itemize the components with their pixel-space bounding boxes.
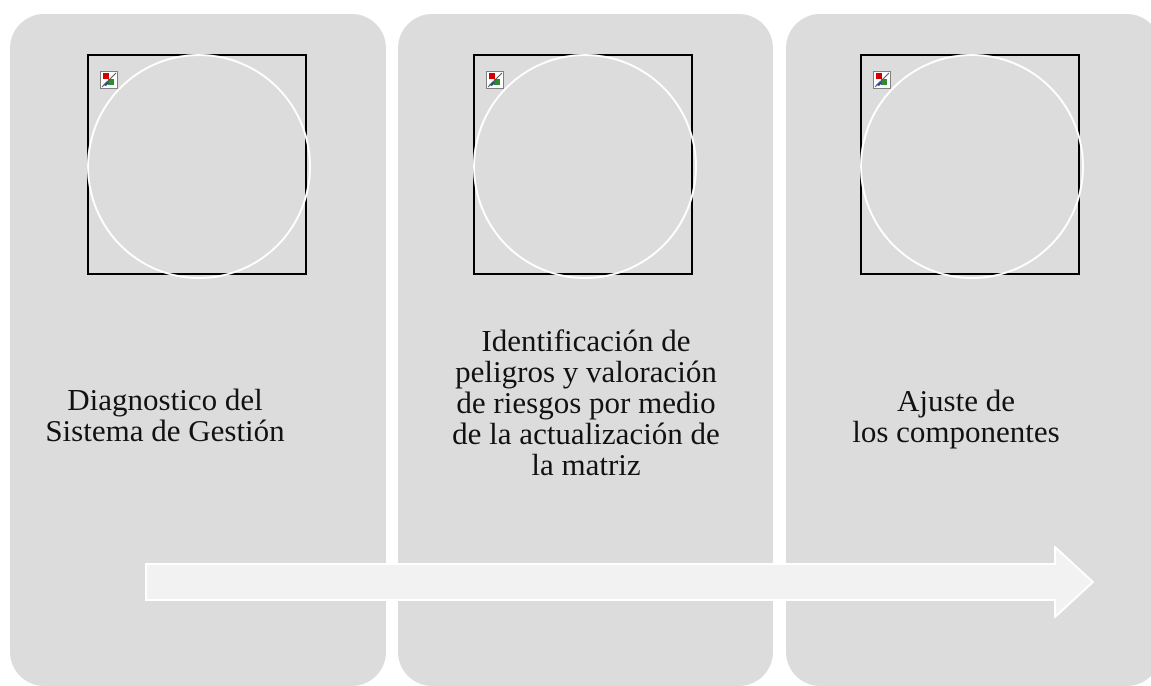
panel-label-line: Identificación de <box>481 323 691 358</box>
image-circle-outline <box>473 54 697 279</box>
panel-label: Ajuste de los componentes <box>816 385 1096 447</box>
panel-label-line: de la actualización de <box>452 416 720 451</box>
panel-label-line: Sistema de Gestión <box>45 413 285 448</box>
broken-image-icon <box>873 71 891 89</box>
panel-label-line: los componentes <box>852 414 1060 449</box>
panel-label-line: peligros y valoración <box>455 354 717 389</box>
panel-label: Diagnostico del Sistema de Gestión <box>10 384 320 446</box>
image-placeholder-frame <box>473 54 697 279</box>
panel-label: Identificación de peligros y valoración … <box>406 325 766 480</box>
image-placeholder-frame <box>87 54 311 279</box>
panel-label-line: de riesgos por medio <box>456 385 716 420</box>
broken-image-icon <box>486 71 504 89</box>
image-placeholder-frame <box>860 54 1084 279</box>
broken-image-icon <box>100 71 118 89</box>
image-circle-outline <box>860 54 1084 279</box>
panel-label-line: Ajuste de <box>897 383 1015 418</box>
panel-label-line: Diagnostico del <box>67 382 263 417</box>
process-flow-arrow <box>145 546 1095 618</box>
panel-label-line: la matriz <box>531 447 641 482</box>
image-circle-outline <box>87 54 311 279</box>
arrow-shape <box>145 546 1095 618</box>
